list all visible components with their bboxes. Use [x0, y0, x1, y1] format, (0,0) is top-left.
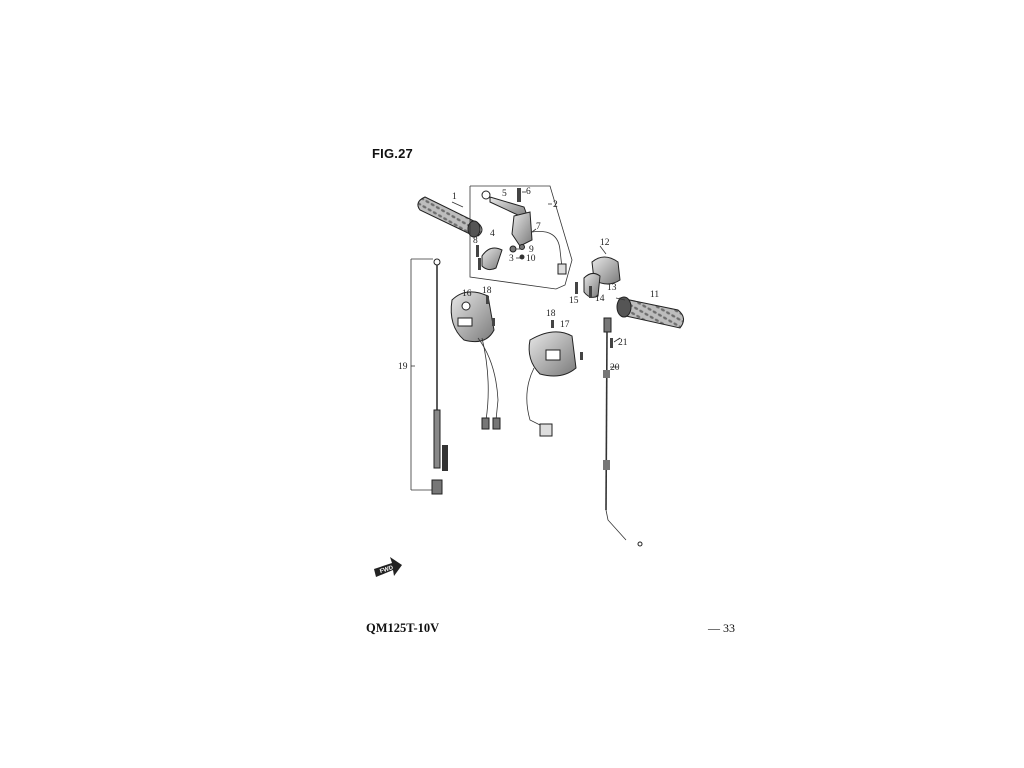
callout-18a: 18	[482, 286, 492, 296]
callout-13: 13	[607, 283, 617, 293]
callout-3: 3	[509, 254, 514, 264]
brake-switch-wire	[531, 231, 567, 275]
right-handlebar-switch	[526, 331, 577, 437]
cable-adjuster-bolt	[610, 338, 613, 348]
callout-8: 8	[473, 236, 478, 246]
callout-15: 15	[569, 296, 579, 306]
clamp-bolts	[476, 245, 481, 270]
callout-1: 1	[452, 192, 457, 202]
leader-lines	[411, 191, 626, 368]
switch-screws	[486, 296, 583, 360]
callout-17: 17	[560, 320, 570, 330]
small-fasteners	[509, 244, 525, 260]
callout-6: 6	[526, 187, 531, 197]
left-brake-lever	[481, 190, 533, 247]
callout-16: 16	[462, 289, 472, 299]
callout-18b: 18	[546, 309, 556, 319]
model-number: QM125T-10V	[366, 621, 440, 635]
fwd-label: FWD	[379, 565, 394, 575]
callout-11: 11	[650, 290, 659, 300]
throttle-housing-parts	[575, 245, 621, 298]
callout-2: 2	[553, 200, 558, 210]
callout-5: 5	[502, 189, 507, 199]
left-handlebar-grip	[417, 196, 483, 238]
figure-title: FIG.27	[372, 146, 413, 161]
lever-holder-clamp	[481, 247, 503, 271]
brake-lever-assembly-bracket	[469, 185, 573, 290]
callout-7: 7	[536, 222, 541, 232]
right-throttle-grip	[616, 296, 684, 329]
callout-21: 21	[618, 338, 628, 348]
left-handlebar-switch	[450, 291, 501, 430]
rear-brake-cable	[410, 258, 448, 495]
lever-pivot-bolt	[517, 188, 521, 202]
callout-14: 14	[595, 294, 605, 304]
throttle-cable	[603, 317, 643, 547]
callout-4: 4	[490, 229, 495, 239]
forward-direction-badge: FWD	[374, 557, 402, 577]
callout-labels: 1 2 3 4 5 6 7 8 9 10 11 12 13 14 15 16 1…	[398, 187, 659, 373]
callout-19: 19	[398, 362, 408, 372]
callout-9: 9	[529, 245, 534, 255]
callout-12: 12	[600, 238, 610, 248]
page-number: — 33	[708, 621, 735, 635]
callout-10: 10	[526, 254, 536, 264]
callout-20: 20	[610, 363, 620, 373]
